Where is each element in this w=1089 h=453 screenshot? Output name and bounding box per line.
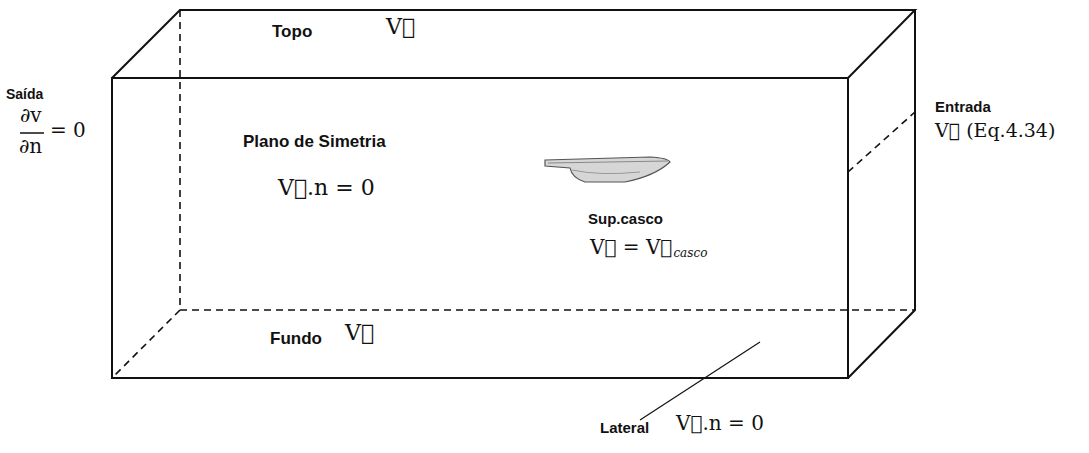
boundary-condition: V⃗.n = 0	[676, 412, 764, 435]
hidden-edge	[180, 309, 915, 311]
fraction-numerator: ∂v	[20, 104, 42, 127]
boundary-condition: V⃗.n = 0	[278, 175, 375, 200]
velocity-symbol: V⃗	[345, 320, 374, 345]
right-face	[848, 10, 915, 378]
subscript: casco	[673, 247, 707, 261]
hull-shape	[545, 157, 670, 182]
hidden-edge	[112, 310, 180, 378]
boundary-condition: = 0	[50, 119, 86, 142]
boundary-name: Lateral	[600, 419, 649, 436]
boundary-name: Sup.casco	[588, 210, 663, 227]
boundary-condition: V⃗ (Eq.4.34)	[935, 120, 1055, 142]
boundary-name: Entrada	[935, 98, 991, 115]
velocity-symbol: V⃗	[386, 14, 415, 39]
inlet-marker	[848, 112, 915, 172]
boundary-condition: V⃗ = V⃗	[590, 236, 672, 259]
front-face	[112, 78, 848, 378]
boundary-name: Topo	[272, 22, 312, 42]
fraction-denominator: ∂n	[19, 135, 42, 158]
fraction-bar	[20, 132, 44, 134]
top-face	[112, 10, 915, 78]
boundary-name: Saída	[6, 86, 43, 102]
leader-line	[640, 342, 760, 420]
boundary-name: Plano de Simetria	[243, 132, 386, 152]
boundary-name: Fundo	[270, 329, 322, 349]
hidden-edge	[179, 10, 181, 310]
